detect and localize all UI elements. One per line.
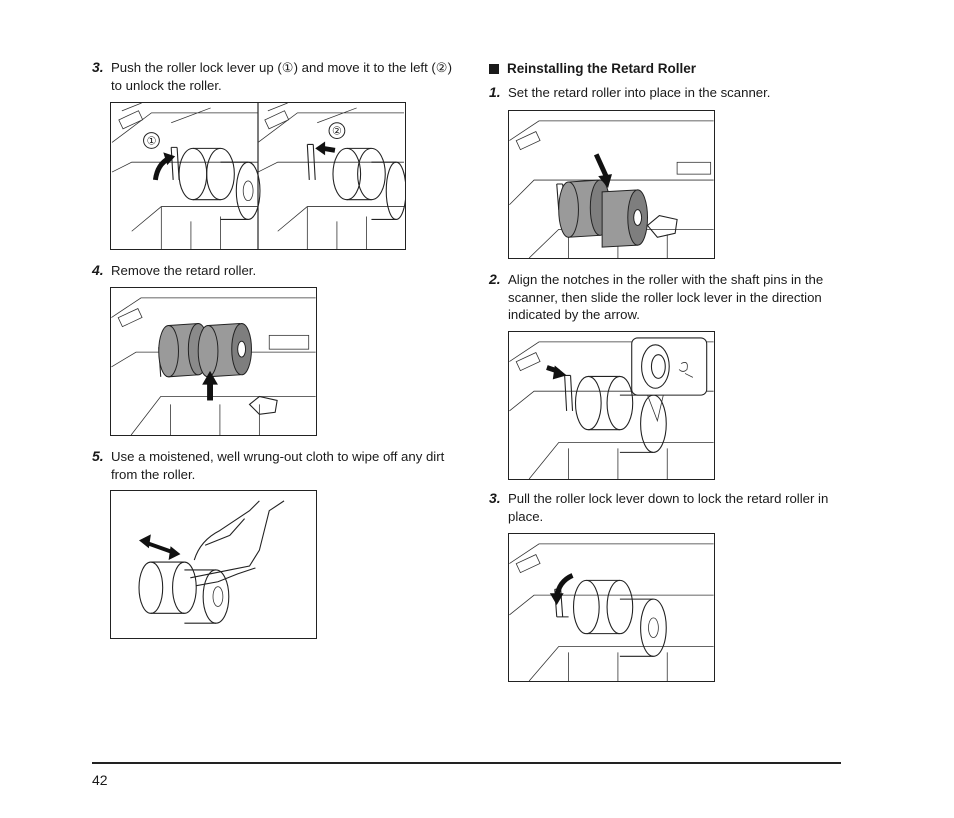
step-text: Push the roller lock lever up (①) and mo…: [111, 60, 453, 93]
step-text: Pull the roller lock lever down to lock …: [508, 491, 829, 524]
figure-align-notches: [508, 331, 715, 480]
step-text: Remove the retard roller.: [111, 263, 257, 278]
figure-unlock-lever: ① ②: [110, 102, 406, 250]
step-number: 2.: [489, 271, 501, 287]
unlock-lever-illustration: ① ②: [111, 103, 405, 249]
callout-2: ②: [332, 126, 342, 138]
step-3-lock-lever: 3. Pull the roller lock lever down to lo…: [489, 490, 849, 525]
figure-lock-lever: [508, 533, 715, 682]
footer-rule: [92, 762, 841, 764]
step-number: 4.: [92, 262, 104, 278]
figure-wipe-roller: [110, 490, 317, 639]
section-heading: Reinstalling the Retard Roller: [489, 60, 696, 77]
bullet-square-icon: [489, 64, 499, 74]
step-1-set-roller: 1. Set the retard roller into place in t…: [489, 84, 849, 102]
step-5-wipe: 5. Use a moistened, well wrung-out cloth…: [92, 448, 452, 483]
step-number: 1.: [489, 84, 501, 100]
step-text: Set the retard roller into place in the …: [508, 85, 771, 100]
step-4-remove: 4. Remove the retard roller.: [92, 262, 452, 280]
remove-roller-illustration: [111, 297, 316, 435]
set-roller-illustration: [509, 120, 714, 258]
step-number: 5.: [92, 448, 104, 464]
heading-text: Reinstalling the Retard Roller: [507, 61, 697, 76]
step-3-unlock: 3. Push the roller lock lever up (①) and…: [92, 59, 452, 94]
step-text: Align the notches in the roller with the…: [508, 272, 824, 322]
align-notches-illustration: [509, 337, 714, 479]
wipe-roller-illustration: [138, 500, 285, 624]
step-text: Use a moistened, well wrung-out cloth to…: [111, 449, 445, 482]
page-number: 42: [92, 772, 108, 788]
lock-lever-illustration: [509, 543, 714, 681]
step-number: 3.: [489, 490, 501, 506]
step-2-align-notches: 2. Align the notches in the roller with …: [489, 271, 849, 324]
step-number: 3.: [92, 59, 104, 75]
figure-remove-roller: [110, 287, 317, 436]
figure-set-roller: [508, 110, 715, 259]
callout-1: ①: [147, 135, 157, 147]
